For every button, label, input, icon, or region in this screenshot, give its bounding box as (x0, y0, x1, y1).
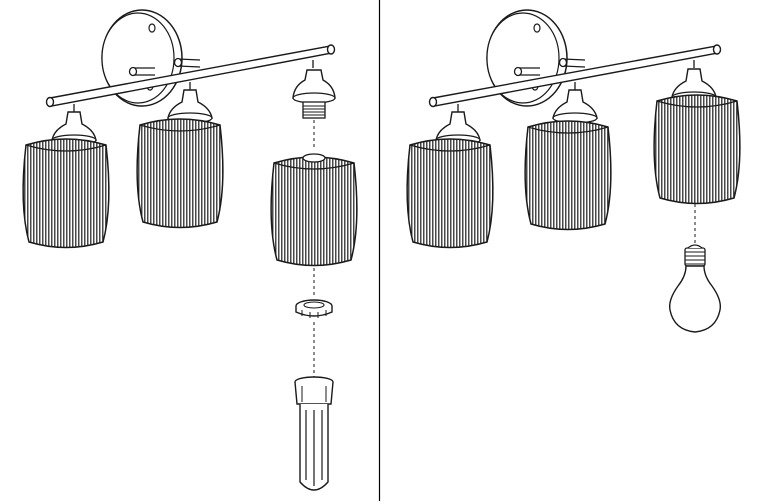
glass-shade-icon (524, 120, 612, 231)
lamp-socket-icon (292, 69, 336, 119)
glass-shade-icon (406, 138, 494, 249)
cup-icon (552, 89, 598, 124)
glass-shade-icon (136, 118, 224, 229)
arm-bar-icon (428, 44, 722, 112)
socket-sleeve-icon (294, 376, 334, 491)
glass-shade-icon (653, 94, 741, 205)
panel-bulb-installation (406, 9, 741, 333)
light-bulb-icon (668, 244, 722, 333)
glass-shade-icon (270, 153, 358, 267)
shade-ring-nut-icon (295, 299, 333, 318)
glass-shade-icon (22, 138, 110, 249)
cup-icon (167, 89, 213, 124)
arm-bar-icon (45, 44, 336, 112)
panel-shade-installation (22, 9, 358, 491)
